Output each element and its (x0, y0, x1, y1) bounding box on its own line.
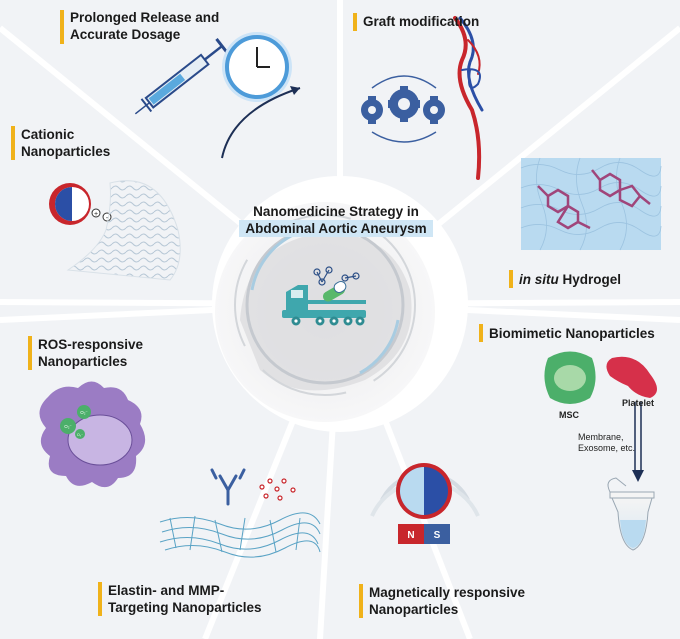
label-line: Nanoparticles (369, 602, 459, 617)
vessel-icon (453, 16, 484, 180)
membrane-label: Membrane, Exosome, etc. (578, 432, 635, 454)
accent-bar (60, 10, 64, 44)
accent-bar (11, 126, 15, 160)
label-line: Nanoparticles (38, 354, 128, 369)
title-line-2: Abdominal Aortic Aneurysm (239, 220, 433, 237)
membrane-line: Membrane, (578, 432, 624, 442)
hydrogel-icon (520, 157, 662, 251)
o2-label-b: O₂⁻ (64, 424, 72, 429)
label-italic: in situ (519, 272, 559, 287)
minus-charge-label: - (106, 215, 109, 222)
magnet-s-label: S (434, 530, 441, 541)
label-line: Targeting Nanoparticles (108, 600, 262, 615)
label-magnetic: Magnetically responsive Nanoparticles (369, 584, 525, 618)
magnet-icon (370, 463, 480, 544)
gears-icon (361, 75, 445, 143)
antibody-icon (210, 468, 246, 506)
label-line: Prolonged Release and (70, 10, 220, 25)
trend-arrow-icon (221, 87, 301, 159)
truck-icon (282, 266, 366, 326)
label-line: Nanoparticles (21, 144, 111, 159)
diagram-title: Nanomedicine Strategy in Abdominal Aorti… (212, 203, 460, 237)
tissue-icon (66, 180, 181, 281)
label-line: Accurate Dosage (70, 27, 181, 42)
nanoparticle-icon (49, 183, 112, 225)
tube-icon (607, 477, 655, 551)
platelet-icon (606, 356, 657, 398)
label-line: Cationic (21, 127, 75, 142)
label-prolonged-release: Prolonged Release and Accurate Dosage (70, 9, 219, 43)
label-hydrogel: in situ Hydrogel (519, 271, 621, 288)
accent-bar (28, 336, 32, 370)
o2-label-a: O₂⁻ (80, 410, 88, 415)
accent-bar (509, 270, 513, 288)
label-cationic: Cationic Nanoparticles (21, 126, 110, 160)
msc-label: MSC (559, 410, 579, 420)
magnet-n-label: N (407, 530, 414, 541)
elastin-fibers-icon (159, 512, 321, 558)
label-elastin: Elastin- and MMP- Targeting Nanoparticle… (108, 582, 262, 616)
label-line: ROS-responsive (38, 337, 144, 352)
cell-icon (39, 381, 146, 488)
label-line: Elastin- and MMP- (108, 583, 225, 598)
syringe-icon (134, 38, 229, 115)
msc-icon (544, 351, 596, 404)
plus-charge-label: + (94, 211, 98, 218)
label-line: Magnetically responsive (369, 585, 526, 600)
accent-bar (479, 324, 483, 342)
accent-bar (353, 13, 357, 31)
label-rest: Hydrogel (558, 272, 622, 287)
o2-label-c: O₂⁻ (77, 433, 83, 437)
clock-icon (222, 32, 292, 102)
accent-bar (98, 582, 102, 616)
particle-cluster-icon (259, 478, 296, 501)
label-graft-modification: Graft modification (363, 14, 480, 29)
delivery-arrows-icon (632, 402, 644, 482)
platelet-label: Platelet (622, 398, 655, 408)
label-biomimetic: Biomimetic Nanoparticles (489, 326, 655, 341)
accent-bar (359, 584, 363, 618)
label-ros: ROS-responsive Nanoparticles (38, 336, 143, 370)
membrane-line: Exosome, etc. (578, 443, 636, 453)
title-line-1: Nanomedicine Strategy in (253, 204, 419, 219)
